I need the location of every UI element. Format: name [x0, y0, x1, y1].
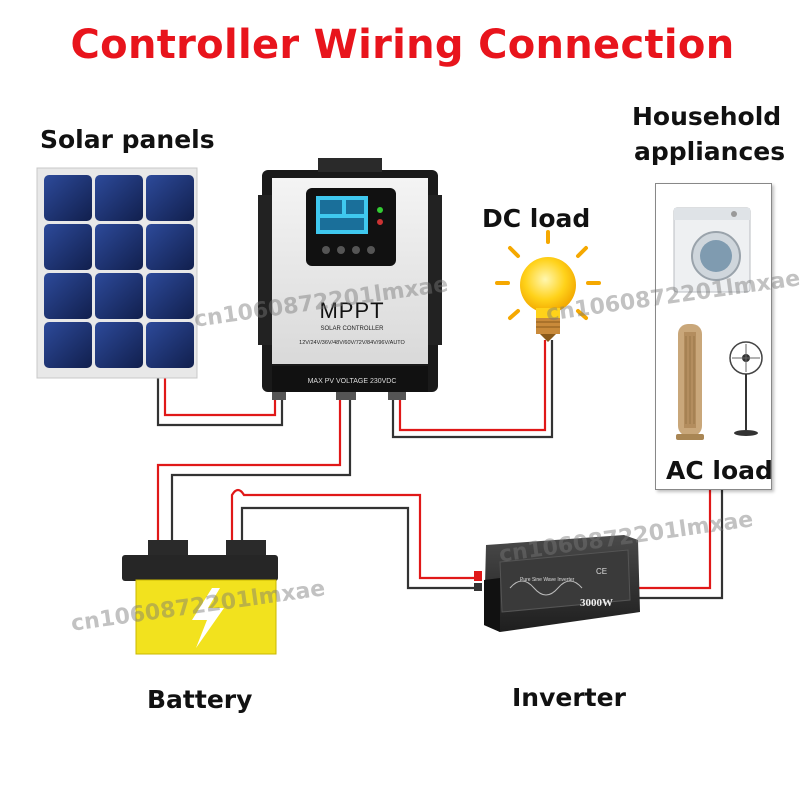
solar-cell [146, 224, 194, 270]
inverter-power: 3000W [580, 597, 613, 609]
inverter-cert: CE [596, 567, 607, 576]
controller-bottom-text: MAX PV VOLTAGE 230VDC [308, 378, 397, 385]
controller-subtitle: SOLAR CONTROLLER [320, 326, 384, 332]
wire-inverter-positive [230, 488, 478, 580]
wire-battery-negative [170, 398, 352, 540]
wire-dc-load-positive [398, 340, 547, 432]
wire-dc-load-negative [391, 340, 554, 439]
solar-cell [95, 322, 143, 368]
label-ac-load: AC load [666, 456, 773, 485]
solar-panel [36, 167, 198, 379]
inverter-model: Pure Sine Wave Inverter [520, 577, 575, 583]
solar-cell [44, 175, 92, 221]
controller-voltages: 12V/24V/36V/48V/60V/72V/84V/96V/AUTO [299, 340, 405, 346]
label-household: Household [632, 102, 782, 131]
label-battery: Battery [147, 685, 253, 714]
dc-load-bulb [495, 230, 601, 342]
solar-cell [95, 224, 143, 270]
solar-cell [146, 322, 194, 368]
mppt-controller: MPPT SOLAR CONTROLLER 12V/24V/36V/48V/60… [258, 158, 442, 400]
tower-fan-icon [676, 324, 704, 440]
inverter-device: Pure Sine Wave Inverter CE 3000W [474, 535, 640, 632]
battery [122, 540, 278, 655]
solar-cell [95, 273, 143, 319]
solar-cell [44, 273, 92, 319]
diagram-title: Controller Wiring Connection [70, 22, 735, 68]
solar-cell [44, 322, 92, 368]
solar-cell [44, 224, 92, 270]
solar-cell [146, 175, 194, 221]
standing-fan-icon [729, 341, 763, 436]
appliances-illustration [673, 207, 763, 440]
controller-brand: MPPT [319, 298, 384, 323]
wire-solar-positive [163, 378, 277, 417]
label-dc-load: DC load [482, 204, 591, 233]
label-inverter: Inverter [512, 683, 626, 712]
wire-inverter-negative [240, 506, 478, 590]
solar-cell [146, 273, 194, 319]
household-appliances-box [655, 183, 772, 490]
label-solar-panels: Solar panels [40, 125, 215, 154]
label-appliances: appliances [634, 137, 786, 166]
wire-solar-negative [156, 378, 284, 427]
solar-cell [95, 175, 143, 221]
wire-battery-positive [156, 398, 342, 540]
washing-machine-icon [673, 207, 751, 293]
